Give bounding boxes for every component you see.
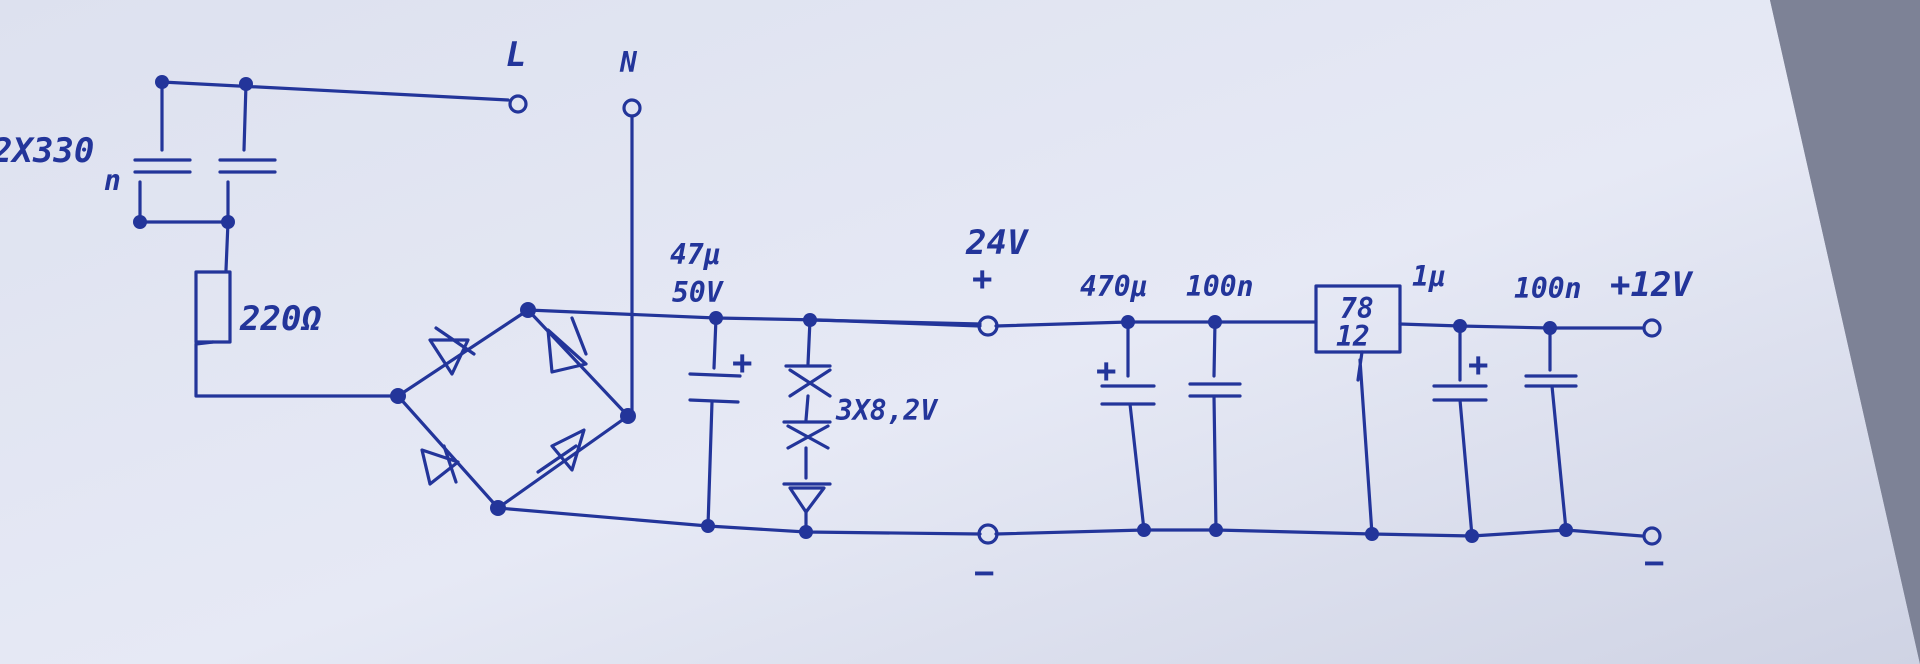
resistor-wire (194, 340, 400, 398)
plus-sign-470u: + (1096, 351, 1116, 391)
label-cap-470: 470μ (1080, 270, 1147, 303)
terminal-24v-plus[interactable] (977, 315, 999, 337)
label-out24-plus: + (972, 259, 992, 299)
positive-rail-mid (994, 320, 1318, 328)
terminal-12v-plus[interactable] (1642, 318, 1662, 338)
capacitor-100n-b (1524, 326, 1578, 532)
label-out24-minus: − (974, 553, 994, 593)
terminal-24v-minus[interactable] (977, 523, 999, 545)
label-line-terminal: L (506, 35, 526, 75)
line-terminal[interactable] (508, 94, 528, 114)
label-resistor: 220Ω (239, 299, 322, 339)
plus-sign-47u: + (732, 343, 752, 383)
label-regulator-top: 78 (1340, 292, 1374, 325)
label-out12: +12V (1610, 265, 1693, 305)
capacitor-1u (1432, 324, 1488, 538)
regulator-ground-wire (1356, 350, 1374, 536)
label-cap-filter-voltage: 50V (672, 276, 725, 309)
ground-rail-left (496, 506, 982, 536)
input-capacitors (133, 80, 510, 272)
label-zener: 3X8,2V (835, 394, 939, 427)
zener-node-thick (808, 318, 982, 326)
positive-rail-right (1398, 322, 1644, 330)
label-cap-100b: 100n (1514, 272, 1581, 305)
label-cap-1u: 1μ (1412, 260, 1446, 293)
label-cap-input: 2X330 (0, 131, 94, 171)
capacitor-100n-a (1188, 320, 1242, 532)
label-regulator-bottom: 12 (1336, 320, 1370, 353)
label-neutral-terminal: N (619, 46, 638, 79)
input-junction-dots (133, 75, 253, 229)
terminal-12v-minus[interactable] (1642, 526, 1662, 546)
rail-junction-dots (701, 311, 1573, 543)
capacitor-470u (1100, 320, 1156, 532)
regulator-7812 (1314, 284, 1402, 354)
label-cap-input-unit: n (104, 164, 121, 197)
filter-capacitor-47u (688, 316, 742, 528)
label-out12-minus: − (1644, 543, 1664, 583)
label-out24-voltage: 24V (965, 223, 1029, 263)
label-cap-filter-value: 47μ (670, 238, 721, 271)
label-cap-100a: 100n (1186, 270, 1253, 303)
paper-edge-shadow (1770, 0, 1920, 664)
plus-sign-1u: + (1468, 345, 1488, 385)
